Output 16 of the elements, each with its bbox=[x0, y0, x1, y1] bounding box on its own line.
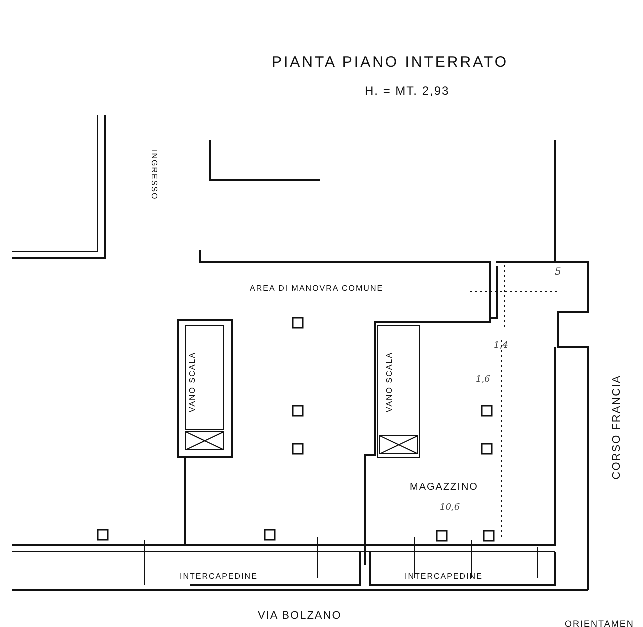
street-label: VIA BOLZANO bbox=[258, 611, 342, 622]
height-note: H. = MT. 2,93 bbox=[365, 85, 450, 97]
room-label: AREA DI MANOVRA COMUNE bbox=[250, 285, 384, 293]
room-label: INTERCAPEDINE bbox=[405, 573, 483, 581]
handwritten-note: 10,6 bbox=[440, 504, 460, 513]
handwritten-note: 1,4 bbox=[494, 342, 508, 351]
handwritten-note: 5 bbox=[555, 268, 562, 278]
plan-title: PIANTA PIANO INTERRATO bbox=[272, 55, 509, 70]
room-label: VANO SCALA bbox=[189, 352, 197, 413]
street-label: CORSO FRANCIA bbox=[612, 375, 623, 480]
entrance-label: INGRESSO bbox=[150, 150, 158, 200]
orientation-label: ORIENTAMEN bbox=[565, 620, 634, 627]
room-label: INTERCAPEDINE bbox=[180, 573, 258, 581]
room-label: MAGAZZINO bbox=[410, 483, 478, 493]
handwritten-note: 1,6 bbox=[476, 376, 490, 385]
room-label: VANO SCALA bbox=[386, 352, 394, 413]
